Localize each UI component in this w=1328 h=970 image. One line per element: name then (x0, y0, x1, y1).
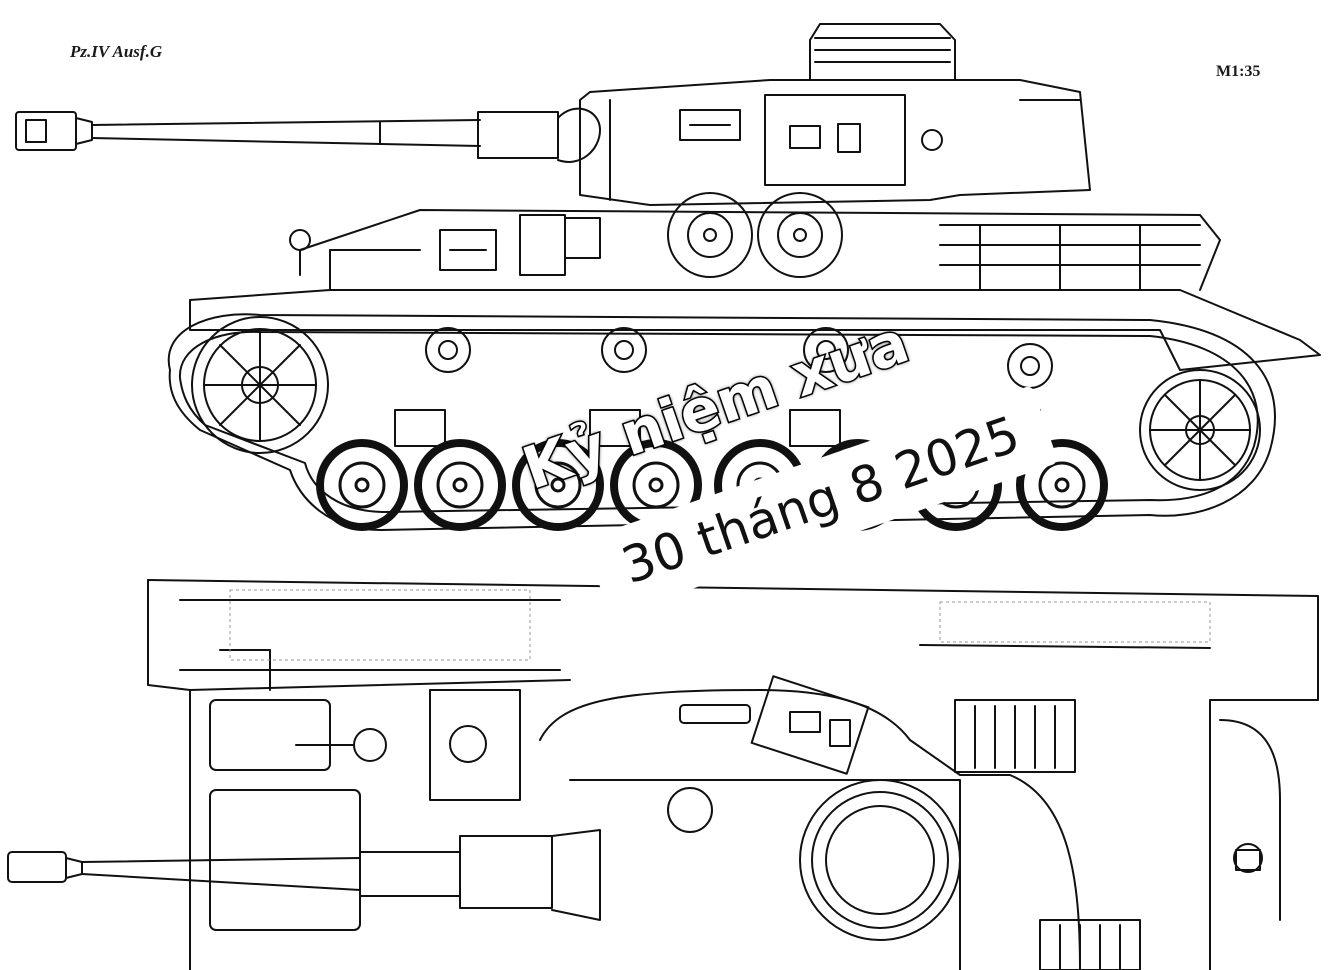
drawing-scale: M1:35 (1216, 63, 1261, 80)
gun-barrel (91, 107, 601, 163)
top-view (7, 579, 1319, 970)
spare-wheels (667, 192, 843, 278)
engine-deck (954, 699, 1281, 970)
drawing-title: Pz.IV Ausf.G (70, 42, 163, 61)
deck-texture (229, 589, 1211, 661)
track (167, 313, 1276, 531)
hatch-top (429, 689, 521, 801)
muzzle-brake (15, 111, 93, 151)
hull-top (147, 579, 1319, 970)
hull (189, 209, 1321, 371)
gun-top (7, 829, 601, 921)
drive-sprocket (191, 316, 329, 454)
idler-wheel (1139, 369, 1261, 491)
turret (579, 23, 1091, 206)
turret-top (539, 675, 1081, 970)
